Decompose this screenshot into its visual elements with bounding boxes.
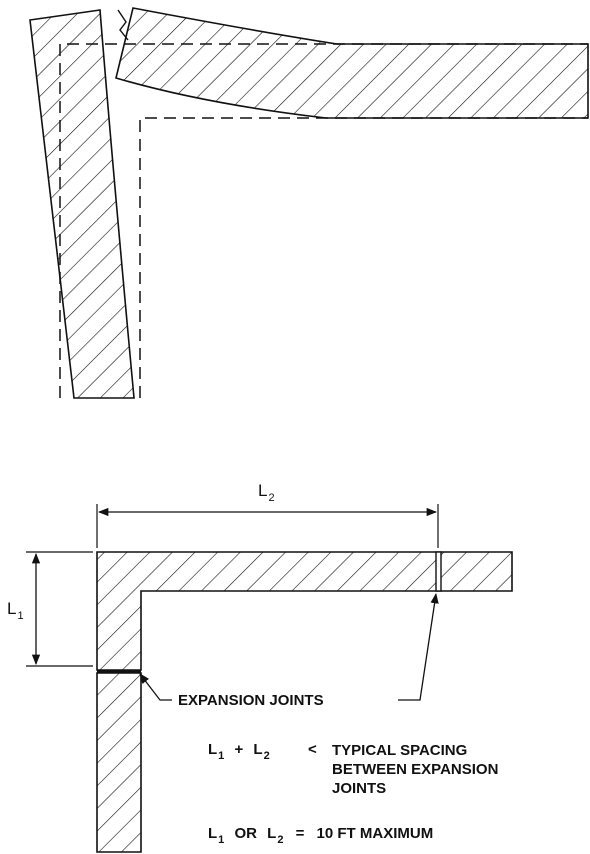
l2-label-sub: 2 <box>268 492 275 504</box>
formula-sum-operator: < <box>308 741 317 758</box>
expansion-joints-label: EXPANSION JOINTS <box>178 692 324 709</box>
roof-slab <box>96 551 513 671</box>
l1-label-sub: 1 <box>17 610 24 622</box>
formula-rhs-line-3: JOINTS <box>332 780 387 797</box>
leader-wall-joint <box>139 673 172 701</box>
deflected-wall <box>29 9 135 399</box>
expansion-joint-figure <box>26 504 513 853</box>
formula-max-spacing: L1 OR L2 = 10 FT MAXIMUM <box>208 825 434 846</box>
corner-crack <box>117 9 129 41</box>
l1-label: L1 <box>7 599 24 622</box>
deflected-roof <box>115 7 589 119</box>
leader-roof-joint <box>398 592 439 701</box>
wall-lower <box>96 672 142 853</box>
formula-rhs-line-1: TYPICAL SPACING <box>332 742 468 759</box>
formula-rhs-line-2: BETWEEN EXPANSION <box>332 761 499 778</box>
deflected-corner-figure <box>29 7 589 399</box>
l2-label: L2 <box>258 481 275 504</box>
roof-expansion-joint <box>435 551 442 592</box>
formula-sum-lhs: L1 + L2 <box>208 741 270 762</box>
formula-sum-rhs: TYPICAL SPACING BETWEEN EXPANSION JOINTS <box>332 741 498 798</box>
